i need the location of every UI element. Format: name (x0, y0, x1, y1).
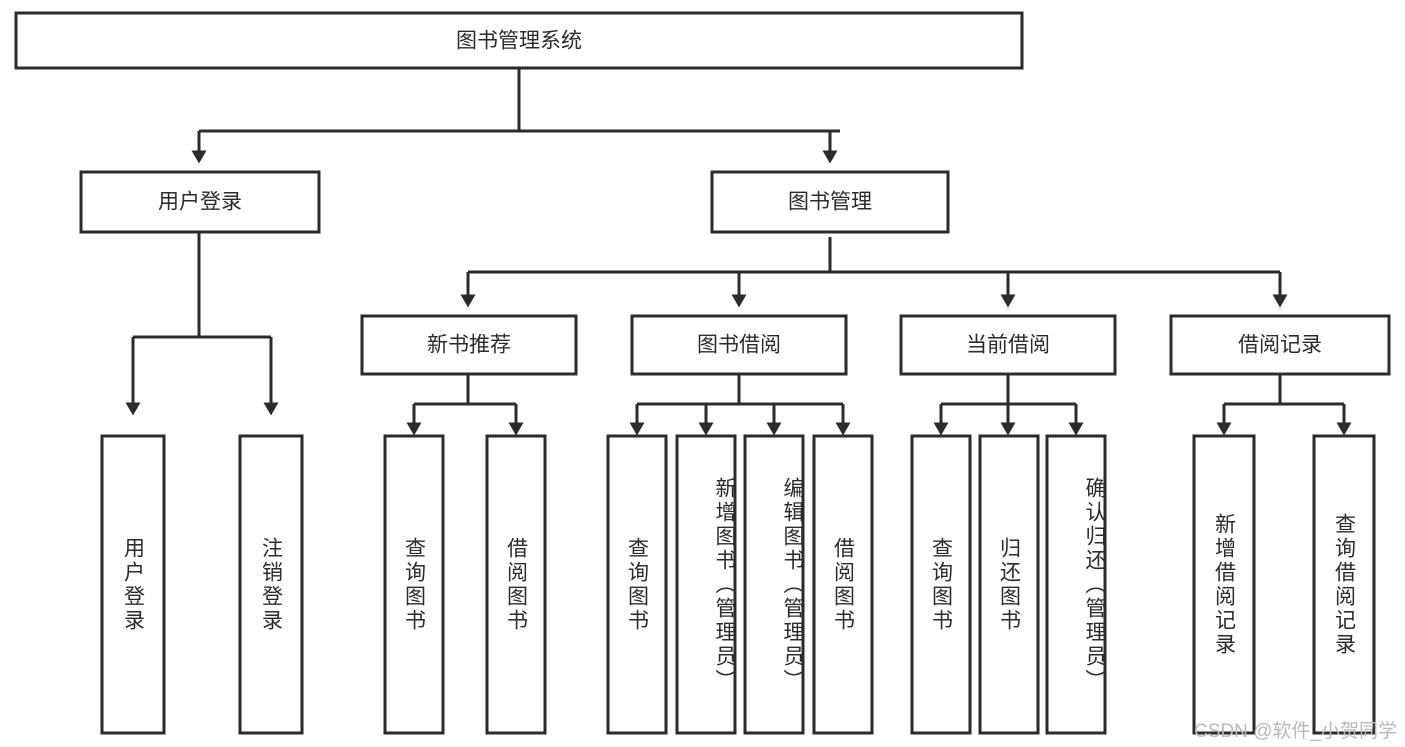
leaf-box-current-borrow-1[interactable] (978, 434, 1040, 735)
connector-newbook-to-leaves (406, 374, 524, 436)
node-user-login[interactable]: 用户登录 (79, 170, 321, 234)
connector-bookmgmt-to-level3 (460, 237, 1288, 308)
leaf-box-book-borrow-0[interactable] (606, 434, 668, 735)
node-user-login-label: 用户登录 (158, 191, 242, 214)
leaf-box-borrow-record-0[interactable] (1192, 434, 1256, 735)
node-book-management-label: 图书管理 (788, 191, 872, 214)
node-book-management[interactable]: 图书管理 (710, 170, 950, 234)
leaf-box-current-borrow-0[interactable] (910, 434, 972, 735)
connector-bookborrow-to-leaves (629, 374, 851, 436)
connector-currentborrow-to-leaves (933, 374, 1084, 436)
node-new-book-recommend[interactable]: 新书推荐 (360, 314, 578, 376)
leaf-box-user-login-0[interactable] (100, 434, 166, 735)
node-new-book-recommend-label: 新书推荐 (427, 334, 511, 357)
leaf-box-book-borrow-2[interactable] (743, 434, 805, 735)
node-root-system[interactable]: 图书管理系统 (14, 11, 1024, 70)
node-current-borrow-label: 当前借阅 (966, 334, 1050, 357)
leaf-box-borrow-record-1[interactable] (1312, 434, 1376, 735)
leaf-box-user-login-1[interactable] (238, 434, 304, 735)
node-book-borrow[interactable]: 图书借阅 (630, 314, 848, 376)
leaf-box-new-book-1[interactable] (485, 434, 547, 735)
leaf-box-book-borrow-3[interactable] (812, 434, 874, 735)
leaf-box-new-book-0[interactable] (383, 434, 445, 735)
leaf-box-current-borrow-2[interactable] (1045, 434, 1107, 735)
connector-root-to-level2 (191, 68, 840, 164)
node-borrow-record-label: 借阅记录 (1238, 334, 1322, 357)
node-current-borrow[interactable]: 当前借阅 (899, 314, 1117, 376)
node-book-borrow-label: 图书借阅 (697, 334, 781, 357)
connector-userlogin-to-leaves (125, 232, 279, 416)
node-borrow-record[interactable]: 借阅记录 (1169, 314, 1391, 376)
node-root-system-label: 图书管理系统 (456, 30, 582, 53)
leaf-box-book-borrow-1[interactable] (675, 434, 737, 735)
connector-borrowrecord-to-leaves (1216, 374, 1352, 436)
csdn-watermark: CSDN @软件_小贺同学 (1194, 721, 1397, 742)
